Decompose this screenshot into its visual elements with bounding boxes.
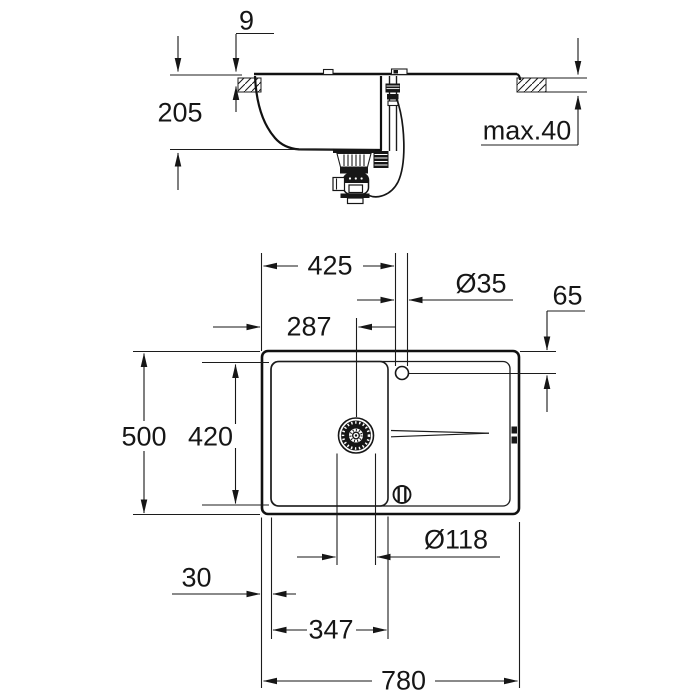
dim-overall-width-label: 780 xyxy=(381,666,426,696)
dim-counter-thickness: max.40 xyxy=(481,38,582,146)
dim-inner-length: 420 xyxy=(188,364,239,504)
overflow-standpipe xyxy=(368,76,405,198)
bowl-profile xyxy=(253,75,383,152)
drain-trap-assembly xyxy=(332,149,375,205)
waste-control-knob xyxy=(392,485,412,504)
dim-overall-width: 780 xyxy=(263,666,518,696)
countertop-cut-left xyxy=(237,77,262,93)
dim-bowl-inner-width: 347 xyxy=(272,615,387,645)
extension-lines xyxy=(133,253,556,688)
drain-strainer xyxy=(337,417,375,454)
dim-faucet-hole-diameter: Ø35 xyxy=(357,269,513,304)
dim-drain-from-left: 287 xyxy=(213,312,396,342)
waste-knob-side xyxy=(322,68,334,76)
dim-rim-height-label: 9 xyxy=(239,6,254,36)
dim-bowl-depth-label: 205 xyxy=(157,98,202,128)
dim-drain-diameter: Ø118 xyxy=(297,525,500,561)
side-section-view: 9 205 max.40 xyxy=(157,6,587,205)
faucet-hole xyxy=(394,365,410,381)
dim-drain-diameter-label: Ø118 xyxy=(424,525,488,555)
dim-overall-depth: 500 xyxy=(121,353,167,514)
dim-faucet-from-top-edge-label: 65 xyxy=(552,281,582,311)
drainboard-groove xyxy=(390,429,490,438)
dim-left-rim-label: 30 xyxy=(181,563,211,593)
dim-bowl-inner-width-label: 347 xyxy=(308,615,353,645)
dim-bowl-depth: 205 xyxy=(157,36,203,190)
dim-counter-thickness-label: max.40 xyxy=(483,116,572,146)
dim-rim-height: 9 xyxy=(232,6,274,112)
dim-faucet-from-left: 425 xyxy=(263,251,395,281)
overflow-hose xyxy=(368,97,405,198)
bowl-outline xyxy=(270,360,389,507)
dim-faucet-from-top-edge: 65 xyxy=(543,281,585,412)
dim-faucet-hole-diameter-label: Ø35 xyxy=(455,269,506,299)
rim-outlet-mark xyxy=(511,426,517,444)
dim-overall-depth-label: 500 xyxy=(121,422,166,452)
plan-view: 425 Ø35 65 287 500 xyxy=(121,251,585,696)
dim-inner-length-label: 420 xyxy=(188,422,233,452)
dim-left-rim: 30 xyxy=(172,563,296,598)
sink-outer-outline xyxy=(260,349,521,516)
countertop-cut-right xyxy=(516,77,547,93)
dim-drain-from-left-label: 287 xyxy=(286,312,331,342)
overflow-inlet xyxy=(390,68,408,76)
dim-faucet-from-left-label: 425 xyxy=(307,251,352,281)
